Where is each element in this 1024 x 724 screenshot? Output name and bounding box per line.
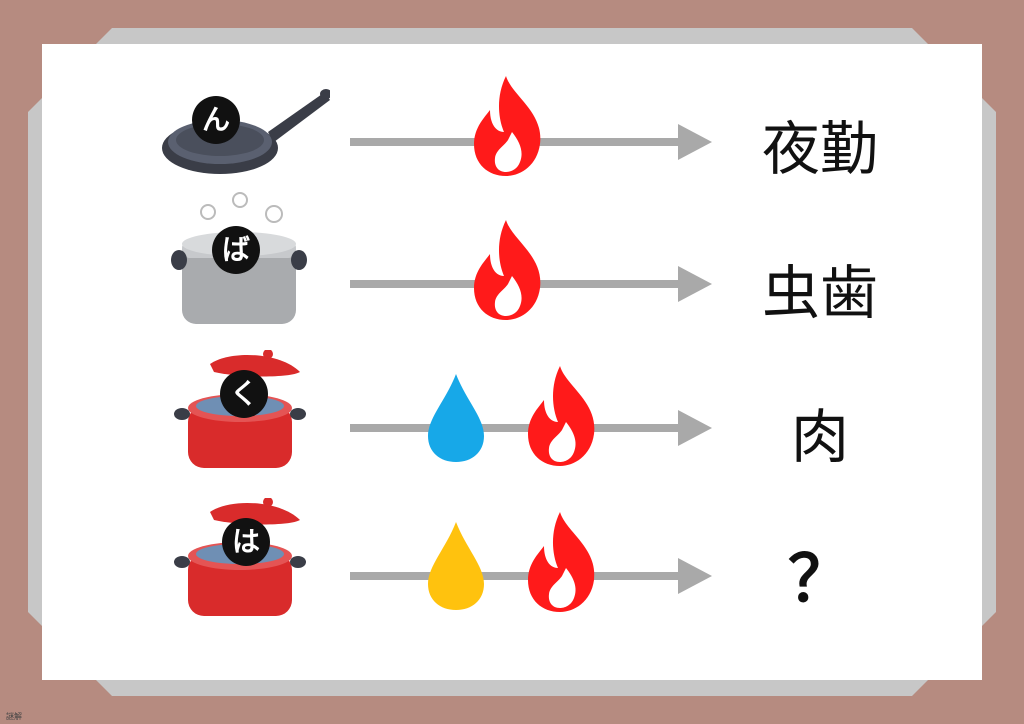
hiragana-badge: は: [222, 518, 270, 566]
answer-text: 肉: [790, 403, 849, 471]
hiragana-badge: ば: [212, 226, 260, 274]
fire-icon: [474, 76, 541, 176]
puzzle-row: は ？: [0, 498, 1024, 628]
hiragana-badge: ん: [192, 96, 240, 144]
puzzle-row: ば 虫歯: [0, 190, 1024, 327]
hiragana-badge: く: [220, 370, 268, 418]
frying-pan-icon: [162, 89, 330, 174]
arrow-icon: [350, 410, 712, 446]
credit-text: 謎解: [6, 712, 22, 721]
puzzle-row: ん 夜勤: [0, 70, 1024, 200]
water-drop-icon: [428, 374, 484, 462]
puzzle-row: く 肉: [0, 350, 1024, 480]
answer-question-mark: ？: [788, 543, 852, 617]
answer-text: 夜勤: [761, 115, 878, 183]
fire-icon: [474, 220, 541, 320]
answer-text: 虫歯: [761, 259, 878, 327]
arrow-icon: [350, 558, 712, 594]
fire-icon: [528, 366, 595, 466]
oil-drop-icon: [428, 522, 484, 610]
fire-icon: [528, 512, 595, 612]
